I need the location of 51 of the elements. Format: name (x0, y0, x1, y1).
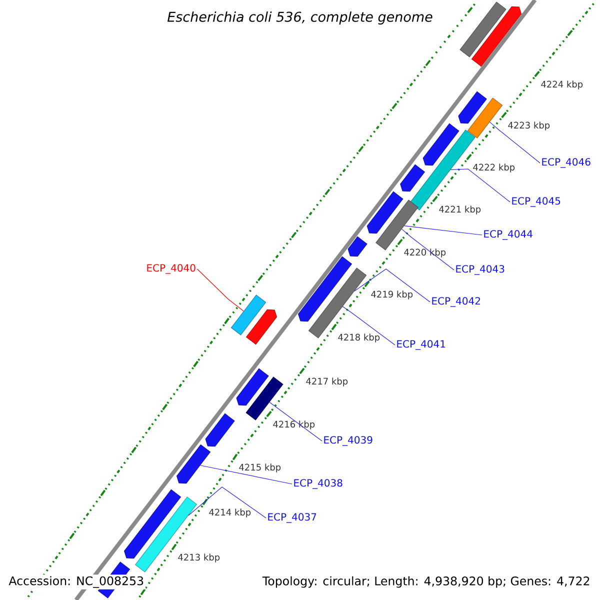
gene-label: ECP_4041 (397, 340, 446, 350)
gene-block (246, 376, 284, 420)
gene-label: ECP_4043 (456, 265, 504, 275)
gene-label: ECP_4044 (484, 230, 532, 240)
gene-label: ECP_4045 (512, 197, 560, 207)
leader-line (269, 402, 322, 442)
title: Escherichia coli 536, complete genome (167, 11, 432, 25)
gene-block (348, 236, 368, 257)
genome-info-text: Topology: circular; Length: 4,938,920 bp; Genes: 4,722 (260, 574, 592, 590)
gene-block (400, 164, 425, 192)
gene-block (236, 368, 269, 406)
gene-block (467, 98, 503, 138)
leader-line (342, 306, 396, 346)
tick-label: 4217 kbp (305, 377, 349, 387)
gene-label: ECP_4037 (268, 513, 316, 523)
leader-line (404, 226, 482, 236)
gene-block (298, 256, 352, 322)
gene-block (230, 294, 266, 336)
gene-block (366, 191, 404, 234)
gene-block (176, 444, 210, 484)
gene-label: ECP_4046 (542, 158, 590, 168)
gene-label: ECP_4038 (294, 479, 342, 489)
leader-line (489, 122, 540, 164)
gene-block (471, 6, 522, 67)
tick-label: 4214 kbp (208, 508, 252, 518)
tick-label: 4223 kbp (507, 121, 551, 131)
tick-label: 4216 kbp (272, 420, 316, 430)
leader-line (196, 268, 244, 312)
leader-line (354, 268, 430, 302)
gene-block (460, 2, 506, 58)
tick-label: 4215 kbp (238, 463, 282, 473)
leader-line (200, 465, 292, 484)
leader-line (450, 168, 510, 202)
tick-label: 4218 kbp (337, 333, 381, 343)
tick-label: 4222 kbp (472, 163, 516, 173)
gene-label: ECP_4040 (147, 264, 196, 274)
gene-label: ECP_4039 (324, 436, 372, 446)
tick-label: 4221 kbp (438, 205, 482, 215)
tick-label: 4220 kbp (403, 248, 447, 258)
gene-label: ECP_4042 (432, 297, 480, 307)
leader-line (401, 228, 454, 270)
gene-block (205, 413, 235, 447)
gene-block (422, 123, 460, 166)
gene-block (458, 91, 487, 124)
accession-text: Accession: NC_008253 (7, 574, 146, 590)
tick-label: 4213 kbp (177, 553, 221, 563)
leader-line (188, 486, 266, 518)
tick-label: 4224 kbp (540, 80, 584, 90)
gene-block (246, 309, 277, 345)
gene-block (376, 200, 418, 250)
tick-label: 4219 kbp (370, 290, 414, 300)
